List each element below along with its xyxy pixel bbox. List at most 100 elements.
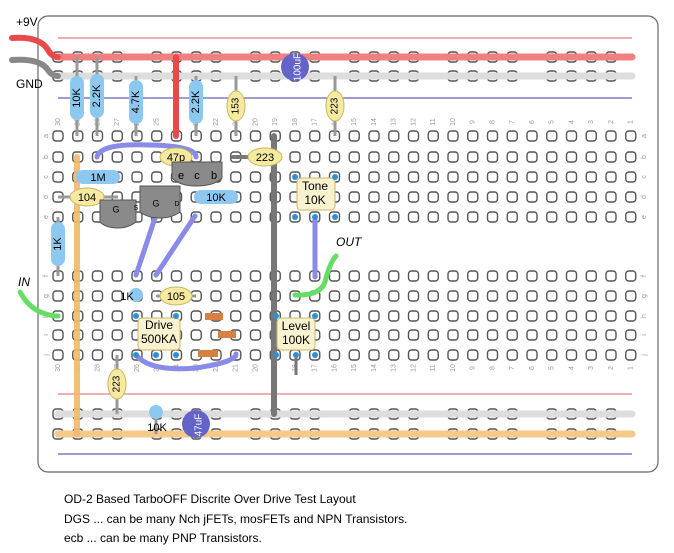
breadboard-hole: [447, 349, 459, 361]
breadboard-hole: [486, 349, 499, 361]
c-153-body: [226, 90, 246, 122]
column-number: 30: [55, 364, 62, 372]
c-223-bottom-label: 223: [112, 375, 123, 392]
breadboard-hole: [605, 191, 617, 203]
breadboard-hole: [151, 171, 163, 183]
breadboard-hole: [526, 349, 538, 361]
pot-drive-label-2: 500KA: [141, 332, 177, 346]
q2-pin-d: D: [174, 201, 179, 208]
breadboard-hole: [368, 310, 380, 322]
breadboard-hole: [546, 290, 558, 302]
r-4k7-body: [129, 80, 143, 124]
breadboard-hole: [506, 349, 518, 361]
column-number: 26: [134, 364, 141, 372]
breadboard-hole: [427, 191, 439, 203]
breadboard-hole: [91, 349, 104, 361]
row-letter: c: [43, 175, 50, 179]
breadboard-hole: [348, 191, 360, 203]
breadboard-hole: [328, 151, 341, 163]
breadboard-hole: [289, 151, 301, 163]
row-letter: f: [641, 275, 648, 277]
column-number: 22: [213, 118, 220, 126]
pot-level-pin-e: [312, 352, 318, 358]
breadboard-hole: [348, 211, 360, 223]
c-105-label: 105: [167, 291, 185, 303]
breadboard-hole: [526, 171, 538, 183]
breadboard-hole: [447, 290, 459, 302]
breadboard-hole: [230, 171, 242, 183]
breadboard-hole: [368, 171, 380, 183]
row-letter: j: [43, 354, 50, 357]
breadboard-hole: [546, 191, 558, 203]
breadboard-hole: [388, 191, 400, 203]
breadboard-hole: [486, 270, 499, 282]
column-number: 6: [529, 366, 536, 370]
column-number: 12: [410, 364, 417, 372]
breadboard-hole: [526, 130, 538, 142]
column-number: 7: [509, 120, 516, 124]
breadboard-hole: [565, 290, 578, 302]
breadboard-hole: [388, 270, 400, 282]
breadboard-hole: [388, 130, 400, 142]
plus9v-label: +9V: [16, 15, 38, 29]
breadboard-hole: [407, 270, 420, 282]
row-letter: g: [641, 294, 648, 298]
breadboard-hole: [467, 211, 479, 223]
breadboard-hole: [585, 329, 597, 341]
breadboard-hole: [467, 171, 479, 183]
breadboard-outline: [37, 15, 659, 473]
pot-tone-pin-e: [332, 214, 338, 220]
column-number: 7: [509, 366, 516, 370]
breadboard-hole: [249, 270, 262, 282]
column-number: 12: [410, 118, 417, 126]
pot-level-pin-b: [312, 313, 318, 319]
c-104-body: [69, 187, 105, 207]
breadboard-hole: [388, 151, 400, 163]
breadboard-hole: [447, 329, 459, 341]
breadboard-hole: [190, 329, 202, 341]
breadboard-hole: [368, 270, 380, 282]
column-number: 10: [450, 364, 457, 372]
breadboard-hole: [328, 310, 341, 322]
small-resistor-a: [205, 313, 223, 320]
column-number: 11: [430, 364, 437, 371]
ground-supply-wire: [9, 56, 61, 79]
breadboard-hole: [111, 329, 123, 341]
breadboard-hole: [546, 329, 558, 341]
breadboard-hole: [210, 130, 222, 142]
breadboard-hole: [585, 151, 597, 163]
breadboard-hole: [625, 290, 637, 302]
c-223-top-body: [325, 90, 345, 122]
pot-tone-body: [296, 177, 336, 211]
r-1k-small-label: 1K: [120, 291, 134, 303]
breadboard-hole: [91, 310, 104, 322]
breadboard-hole: [546, 310, 558, 322]
q1-body: [99, 199, 137, 229]
column-number: 25: [154, 118, 161, 126]
breadboard-hole: [526, 310, 538, 322]
row-letter: f: [43, 275, 50, 277]
breadboard-hole: [368, 349, 380, 361]
breadboard-hole: [447, 191, 459, 203]
breadboard-hole: [486, 329, 499, 341]
breadboard-hole: [625, 270, 637, 282]
breadboard-hole: [506, 270, 518, 282]
breadboard-hole: [506, 151, 518, 163]
breadboard-hole: [506, 211, 518, 223]
breadboard-hole: [348, 310, 360, 322]
c-223-mid-label: 223: [256, 152, 274, 164]
breadboard-hole: [585, 290, 597, 302]
blue-jumper-wire-top: [94, 142, 199, 160]
row-letter: d: [641, 195, 648, 199]
pot-level-pin-a: [273, 313, 279, 319]
breadboard-hole: [52, 171, 64, 183]
q3-body: [171, 161, 223, 187]
column-number: 20: [252, 118, 259, 126]
breadboard-hole: [348, 329, 360, 341]
breadboard-hole: [249, 310, 262, 322]
breadboard-hole: [249, 349, 262, 361]
breadboard-hole: [328, 329, 341, 341]
blue-jumper-wire-bottom: [133, 351, 239, 372]
row-letter: a: [641, 134, 648, 138]
breadboard-hole: [565, 270, 578, 282]
